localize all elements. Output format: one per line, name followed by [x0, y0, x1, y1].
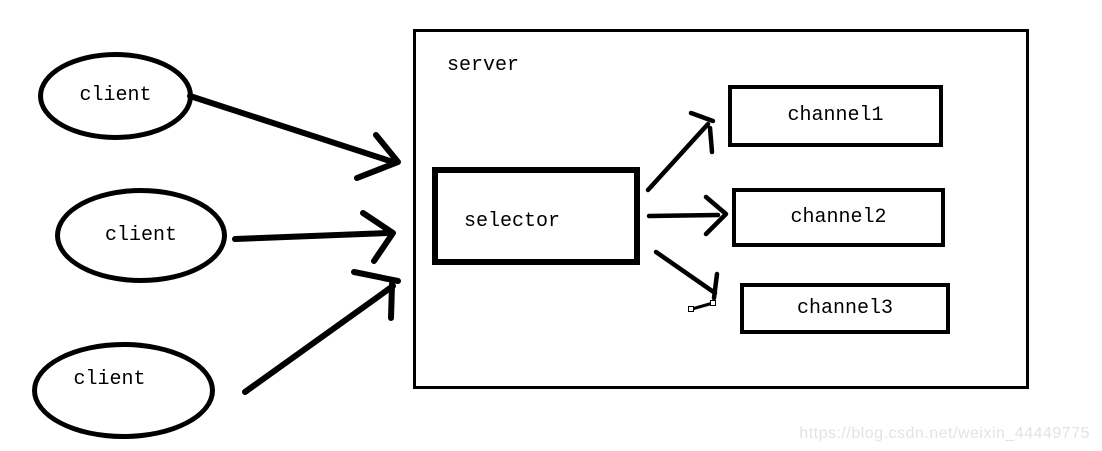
client-node-2-label: client	[104, 223, 177, 247]
selector-node: selector	[432, 167, 640, 265]
watermark-url: https://blog.csdn.net/weixin_44449775	[799, 425, 1090, 442]
channel2-node: channel2	[732, 188, 945, 247]
arrow-client3-to-server	[242, 269, 401, 395]
channel1-label: channel1	[787, 104, 884, 127]
channel3-label: channel3	[796, 296, 893, 320]
arrow-client1-to-server	[187, 93, 401, 181]
client-node-3-label: client	[73, 367, 146, 391]
client-node-1-label: client	[79, 84, 152, 107]
channel3-node: channel3	[740, 283, 950, 334]
client-node-2: client	[55, 188, 227, 283]
channel2-label: channel2	[790, 205, 887, 229]
arrow-client2-to-server	[232, 210, 396, 264]
selector-label: selector	[464, 210, 561, 233]
server-label: server	[447, 54, 520, 77]
server-container-box	[413, 29, 1029, 389]
client-node-1: client	[38, 52, 193, 140]
client-node-3: client	[32, 342, 215, 439]
channel1-node: channel1	[728, 85, 943, 147]
